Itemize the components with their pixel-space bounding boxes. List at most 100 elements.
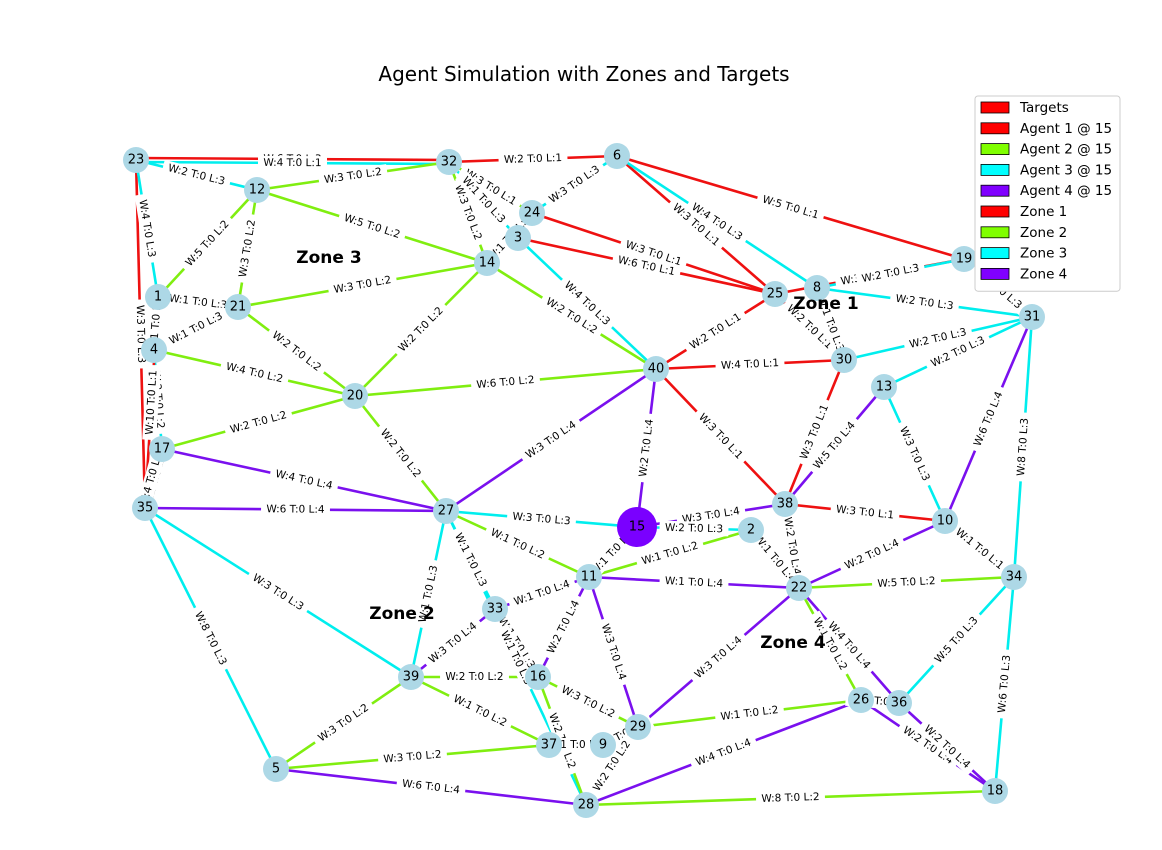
edge-label-15-2: W:2 T:0 L:3 bbox=[659, 520, 729, 537]
node-32: 32 bbox=[436, 149, 462, 175]
edge-label-20-14: W:2 T:0 L:2 bbox=[391, 300, 451, 359]
node-layer: 1234568910111213141516171819202122232425… bbox=[123, 143, 1045, 818]
legend-entry: Targets bbox=[980, 100, 1069, 116]
svg-text:W:4 T:0 L:3: W:4 T:0 L:3 bbox=[136, 199, 157, 258]
node-28: 28 bbox=[573, 792, 599, 818]
svg-text:W:1 T:0 L:3: W:1 T:0 L:3 bbox=[167, 310, 224, 347]
legend-entry: Zone 3 bbox=[980, 246, 1067, 262]
svg-text:W:2 T:0 L:4: W:2 T:0 L:4 bbox=[843, 537, 901, 572]
node-19: 19 bbox=[951, 246, 977, 272]
svg-text:W:1 T:0 L:4: W:1 T:0 L:4 bbox=[665, 575, 724, 590]
svg-text:9: 9 bbox=[599, 738, 607, 753]
svg-text:W:4 T:0 L:4: W:4 T:0 L:4 bbox=[694, 736, 753, 768]
edge-label-31-34: W:8 T:0 L:3 bbox=[1013, 412, 1033, 482]
node-23: 23 bbox=[123, 147, 149, 173]
edge-label-6-24: W:3 T:0 L:3 bbox=[541, 159, 608, 210]
edge-label-8-31: W:2 T:0 L:3 bbox=[889, 290, 960, 315]
svg-text:W:5 T:0 L:1: W:5 T:0 L:1 bbox=[761, 193, 820, 221]
edge-label-34-18: W:6 T:0 L:3 bbox=[994, 649, 1015, 719]
svg-text:13: 13 bbox=[876, 380, 893, 395]
svg-text:28: 28 bbox=[578, 798, 595, 813]
node-40: 40 bbox=[643, 356, 669, 382]
svg-text:W:2 T:0 L:1: W:2 T:0 L:1 bbox=[504, 152, 563, 166]
edge-label-40-30: W:4 T:0 L:1 bbox=[715, 355, 785, 374]
svg-text:Zone 4: Zone 4 bbox=[1020, 266, 1067, 282]
edge-label-27-11: W:1 T:0 L:2 bbox=[483, 523, 552, 565]
svg-text:W:8 T:0 L:3: W:8 T:0 L:3 bbox=[1015, 418, 1031, 477]
svg-text:W:2 T:0 L:2: W:2 T:0 L:2 bbox=[445, 671, 503, 683]
edge-label-8-19: W:2 T:0 L:3 bbox=[855, 259, 926, 288]
svg-text:W:3 T:0 L:4: W:3 T:0 L:4 bbox=[524, 419, 579, 462]
svg-text:W:2 T:0 L:2: W:2 T:0 L:2 bbox=[378, 427, 424, 480]
svg-text:32: 32 bbox=[441, 155, 458, 170]
svg-text:W:1 T:0 L:2: W:1 T:0 L:2 bbox=[640, 540, 699, 568]
edge-label-22-34: W:5 T:0 L:2 bbox=[871, 573, 942, 592]
node-33: 33 bbox=[482, 596, 508, 622]
svg-text:W:5 T:0 L:2: W:5 T:0 L:2 bbox=[183, 218, 231, 269]
node-38: 38 bbox=[772, 491, 798, 517]
edge-label-5-37: W:3 T:0 L:2 bbox=[377, 747, 448, 767]
svg-text:12: 12 bbox=[249, 183, 266, 198]
svg-text:Zone 3: Zone 3 bbox=[1020, 246, 1067, 262]
svg-text:22: 22 bbox=[791, 581, 808, 596]
node-26: 26 bbox=[848, 687, 874, 713]
edge-label-23-32: W:4 T:0 L:1 bbox=[257, 155, 327, 171]
svg-text:W:3 T:0 L:3: W:3 T:0 L:3 bbox=[897, 425, 932, 483]
svg-text:W:3 T:0 L:3: W:3 T:0 L:3 bbox=[512, 511, 571, 528]
svg-text:33: 33 bbox=[487, 602, 504, 617]
legend-swatch bbox=[980, 143, 1010, 156]
edge-label-40-38: W:3 T:0 L:1 bbox=[691, 406, 750, 467]
legend-swatch bbox=[980, 184, 1010, 197]
legend-entry: Agent 3 @ 15 bbox=[980, 162, 1112, 178]
edge-label-1-35: W:10 T:0 L:1 bbox=[142, 364, 161, 441]
svg-text:W:3 T:0 L:2: W:3 T:0 L:2 bbox=[383, 748, 442, 765]
node-37: 37 bbox=[536, 732, 562, 758]
edge-label-16-29: W:3 T:0 L:2 bbox=[554, 680, 622, 724]
edge-label-12-1: W:5 T:0 L:2 bbox=[178, 213, 237, 274]
zone-label: Zone 2 bbox=[369, 604, 434, 624]
svg-text:11: 11 bbox=[581, 570, 598, 585]
edge-label-1-21: W:1 T:0 L:3 bbox=[162, 290, 234, 314]
node-25: 25 bbox=[762, 281, 788, 307]
node-4: 4 bbox=[141, 337, 167, 363]
svg-text:36: 36 bbox=[891, 696, 908, 711]
svg-text:Targets: Targets bbox=[1019, 100, 1069, 116]
svg-text:W:3 T:0 L:2: W:3 T:0 L:2 bbox=[316, 702, 371, 745]
edge-label-11-16: W:2 T:0 L:4 bbox=[541, 593, 586, 661]
edge-label-35-27: W:6 T:0 L:4 bbox=[260, 502, 331, 517]
svg-text:19: 19 bbox=[956, 252, 973, 267]
edge-label-12-32: W:3 T:0 L:2 bbox=[317, 164, 389, 188]
node-34: 34 bbox=[1001, 564, 1027, 590]
svg-text:Zone 2: Zone 2 bbox=[1020, 225, 1067, 241]
edge-label-11-22: W:1 T:0 L:4 bbox=[659, 573, 729, 592]
edge-label-40-27: W:3 T:0 L:4 bbox=[518, 414, 584, 466]
svg-text:W:6 T:0 L:2: W:6 T:0 L:2 bbox=[476, 374, 535, 391]
edge-label-21-20: W:2 T:0 L:2 bbox=[264, 325, 329, 378]
node-5: 5 bbox=[263, 756, 289, 782]
legend-entry: Agent 4 @ 15 bbox=[980, 183, 1112, 199]
svg-text:W:3 T:0 L:3: W:3 T:0 L:3 bbox=[547, 163, 602, 205]
legend-swatch bbox=[980, 163, 1010, 176]
node-8: 8 bbox=[804, 275, 830, 301]
svg-text:27: 27 bbox=[438, 504, 455, 519]
svg-text:W:6 T:0 L:4: W:6 T:0 L:4 bbox=[266, 503, 325, 516]
svg-text:W:4 T:0 L:1: W:4 T:0 L:1 bbox=[721, 357, 780, 372]
edge-label-6-19: W:5 T:0 L:1 bbox=[755, 190, 826, 225]
svg-text:23: 23 bbox=[128, 153, 145, 168]
chart-title: Agent Simulation with Zones and Targets bbox=[378, 62, 789, 86]
edge-label-20-40: W:6 T:0 L:2 bbox=[470, 372, 541, 393]
svg-text:W:4 T:0 L:4: W:4 T:0 L:4 bbox=[274, 468, 334, 492]
svg-text:W:10 T:0 L:1: W:10 T:0 L:1 bbox=[144, 370, 160, 436]
svg-text:8: 8 bbox=[813, 281, 821, 296]
svg-text:15: 15 bbox=[629, 520, 646, 535]
node-22: 22 bbox=[786, 575, 812, 601]
edge-label-28-18: W:8 T:0 L:2 bbox=[755, 789, 826, 807]
legend-entry: Agent 1 @ 15 bbox=[980, 121, 1112, 137]
node-14: 14 bbox=[474, 250, 500, 276]
svg-text:2: 2 bbox=[747, 523, 755, 538]
node-1: 1 bbox=[145, 284, 171, 310]
zone-label: Zone 4 bbox=[760, 633, 826, 653]
svg-text:Zone 1: Zone 1 bbox=[1020, 204, 1067, 220]
